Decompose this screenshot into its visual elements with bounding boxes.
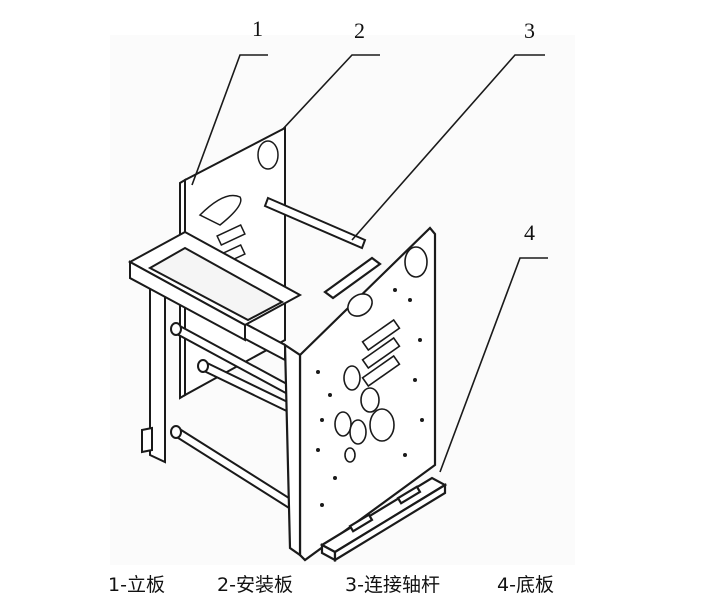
leader-line-4 [439, 257, 548, 473]
callout-number-3: 3 [524, 18, 535, 43]
callout-number-2: 2 [354, 18, 365, 43]
legend-item-base-plate: 4-底板 [497, 574, 554, 596]
front-plate-cutouts [334, 246, 428, 463]
legend-caption: 1-立板 2-安装板 3-连接轴杆 4-底板 [0, 566, 704, 602]
leader-line-2 [281, 54, 380, 131]
front-plate-holes [316, 288, 424, 507]
leader-line-3 [351, 54, 545, 241]
connecting-rods [170, 196, 367, 515]
base-plate [319, 476, 448, 562]
callout-number-1: 1 [252, 16, 263, 41]
legend-item-connecting-rod: 3-连接轴杆 [345, 574, 440, 596]
callout-number-4: 4 [524, 220, 535, 245]
leader-line-1 [191, 54, 268, 186]
legend-item-upright-plate: 1-立板 [108, 574, 165, 596]
leader-lines [191, 54, 548, 473]
top-crossbar [127, 230, 303, 342]
legend-item-mounting-plate: 2-安装板 [217, 574, 293, 596]
